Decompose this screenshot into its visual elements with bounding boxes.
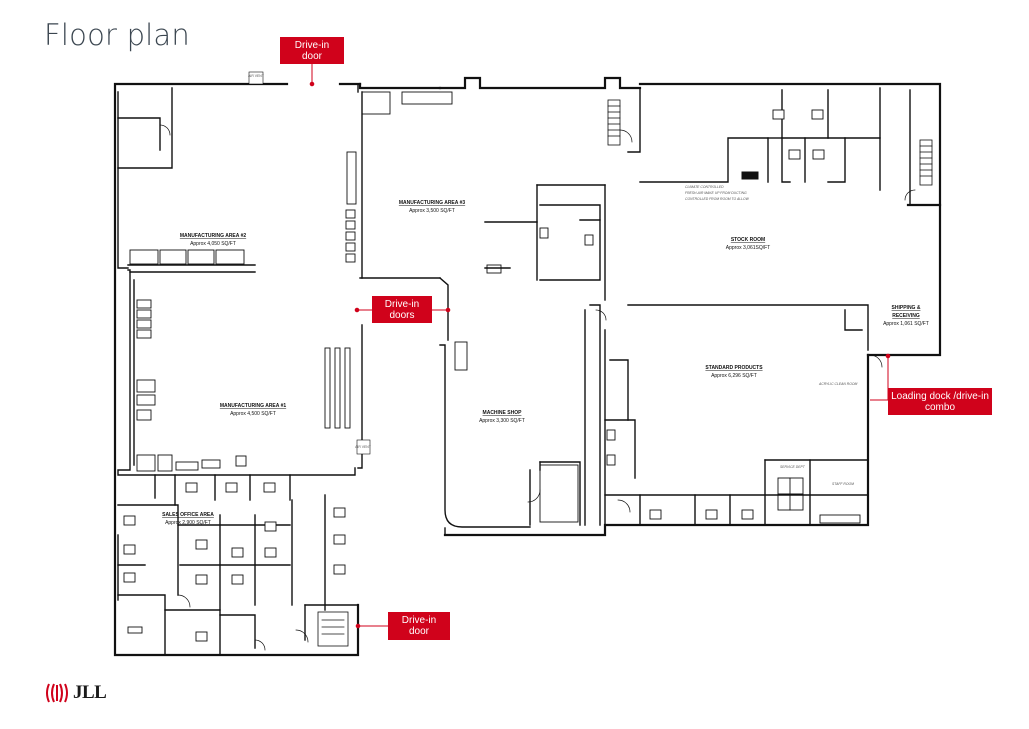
jll-logo: JLL bbox=[44, 682, 107, 704]
acrylic-room-label: ACRYLIC CLEAN ROOM bbox=[818, 382, 857, 386]
stock-note-3: CONTROLLED FROM ROOM TO ALLOW bbox=[685, 197, 750, 201]
air-vent-top-label: AIR VENT bbox=[248, 74, 264, 78]
machine-shop-size: Approx 3,300 SQ/FT bbox=[479, 418, 525, 424]
sales-office-label: SALES OFFICE AREA bbox=[162, 512, 214, 518]
sales-office-size: Approx 2,900 SQ/FT bbox=[165, 520, 211, 526]
shipping-label-2: RECEIVING bbox=[892, 313, 920, 319]
mfg-area-2-label: MANUFACTURING AREA #2 bbox=[180, 233, 247, 239]
shipping-size: Approx 1,061 SQ/FT bbox=[883, 321, 929, 327]
drive-in-door-bottom-callout: Drive-in door bbox=[388, 612, 450, 640]
stock-note-1: CLIMATE CONTROLLED bbox=[685, 185, 724, 189]
mfg-area-2-size: Approx 4,050 SQ/FT bbox=[190, 241, 236, 247]
drive-in-door-top-callout: Drive-in door bbox=[280, 37, 344, 64]
mfg-area-3-label: MANUFACTURING AREA #3 bbox=[399, 200, 466, 206]
stock-note-2: FRESH-AIR MAKE UP FROM DUCTING bbox=[685, 191, 747, 195]
exterior-walls bbox=[113, 76, 942, 657]
callout-connectors bbox=[309, 64, 891, 629]
jll-logo-text: JLL bbox=[73, 682, 107, 703]
room-labels: MANUFACTURING AREA #2 Approx 4,050 SQ/FT… bbox=[162, 200, 929, 526]
mfg-area-3-size: Approx 3,500 SQ/FT bbox=[409, 208, 455, 214]
air-vent-mid-label: AIR VENT bbox=[355, 445, 371, 449]
page-title: Floor plan bbox=[44, 18, 190, 52]
small-labels: AIR VENT AIR VENT SERVICE DEPT STAFF ROO… bbox=[248, 71, 857, 486]
drive-in-doors-middle-callout: Drive-in doors bbox=[372, 296, 432, 323]
service-dept-label: SERVICE DEPT bbox=[780, 465, 806, 469]
standard-products-label: STANDARD PRODUCTS bbox=[705, 365, 763, 371]
machine-shop-label: MACHINE SHOP bbox=[483, 410, 523, 416]
jll-logo-mark-icon bbox=[46, 683, 68, 703]
loading-dock-callout: Loading dock /drive-in combo bbox=[888, 388, 992, 415]
stock-room-size: Approx 3,061SQ/FT bbox=[726, 245, 770, 251]
staff-room-label: STAFF ROOM bbox=[832, 482, 854, 486]
stock-room-label: STOCK ROOM bbox=[731, 237, 765, 243]
mfg-area-1-label: MANUFACTURING AREA #1 bbox=[220, 403, 287, 409]
mfg-area-1-size: Approx 4,500 SQ/FT bbox=[230, 411, 276, 417]
standard-products-size: Approx 6,296 SQ/FT bbox=[711, 373, 757, 379]
shipping-label-1: SHIPPING & bbox=[892, 305, 921, 311]
